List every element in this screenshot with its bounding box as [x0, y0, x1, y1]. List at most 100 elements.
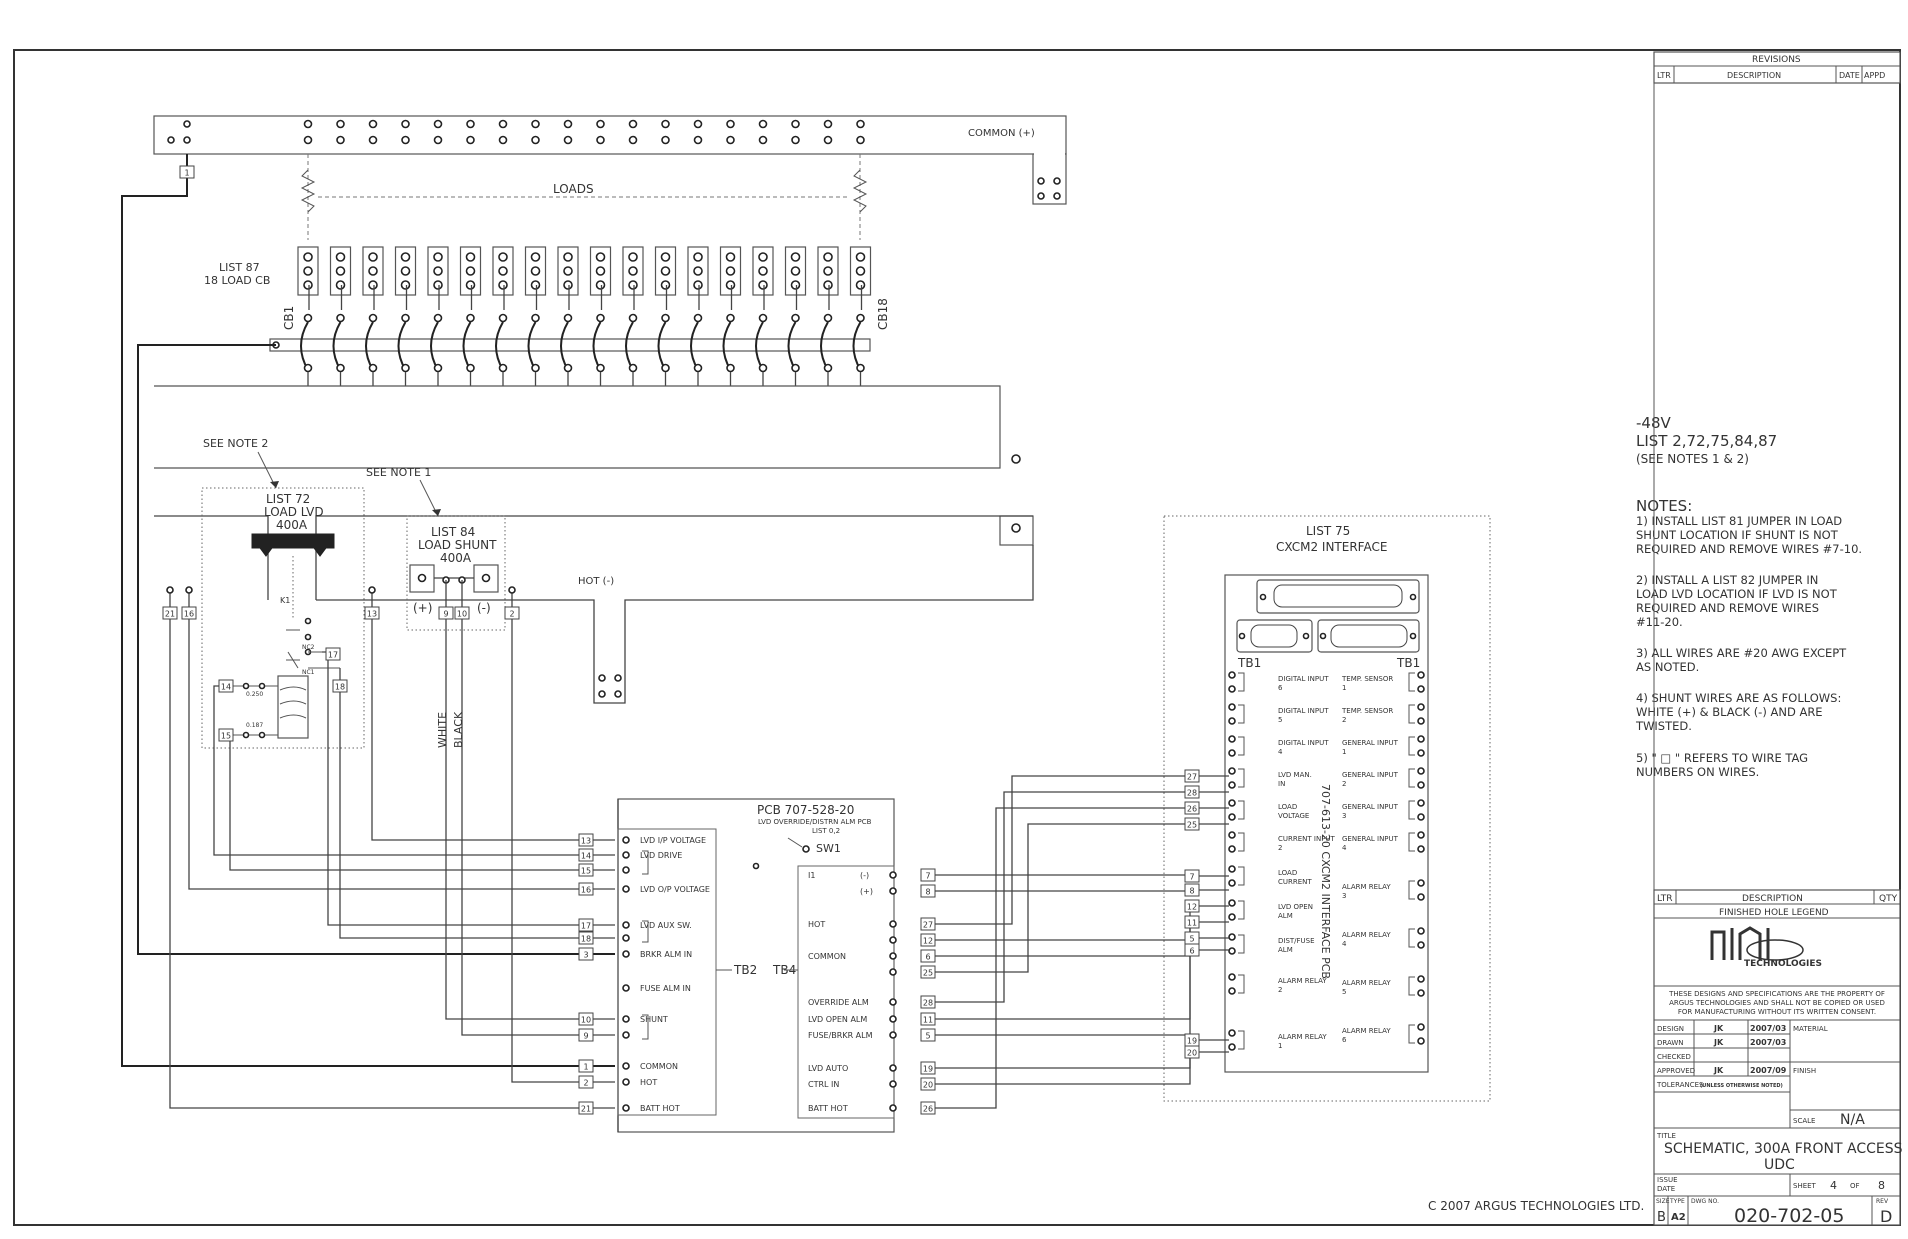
polarity-minus: (-) — [860, 871, 869, 880]
breaker-rail — [269, 338, 871, 352]
svg-text:20: 20 — [1187, 1049, 1197, 1058]
terminal — [1228, 813, 1236, 821]
svg-text:25: 25 — [923, 969, 933, 978]
revisions-ltr: LTR — [1657, 71, 1671, 80]
loads-label: LOADS — [553, 182, 594, 196]
note-line: NUMBERS ON WIRES. — [1636, 765, 1759, 779]
terminal — [622, 836, 630, 844]
terminal — [1228, 933, 1236, 941]
list75-label: LIST 75 — [1306, 524, 1350, 538]
terminal — [823, 313, 833, 323]
terminal — [726, 119, 735, 129]
terminal — [1417, 717, 1425, 725]
wire-tag: 17 — [325, 647, 341, 661]
terminal — [622, 934, 630, 942]
tb4-terminal-label: OVERRIDE ALM — [808, 998, 869, 1007]
approved-date: 2007/09 — [1750, 1066, 1787, 1075]
wire-tag: 1 — [179, 165, 195, 179]
svg-text:2: 2 — [509, 610, 514, 619]
cxcm2-vertical-label: 707-613-20 CXCM2 INTERFACE PCB — [1319, 784, 1332, 979]
wire-tag: 28 — [1184, 785, 1200, 799]
hot-minus-label: HOT (-) — [578, 576, 614, 587]
terminal — [726, 363, 735, 373]
property-statement: FOR MANUFACTURING WITHOUT ITS WRITTEN CO… — [1678, 1008, 1876, 1016]
note-line: REQUIRED AND REMOVE WIRES — [1636, 601, 1819, 615]
wire-tag: 15 — [218, 728, 234, 742]
wire-tag: 25 — [920, 965, 936, 979]
terminal — [1417, 735, 1425, 743]
circuit-breaker — [622, 246, 644, 403]
cxcm2-right-label: TEMP. SENSOR — [1341, 707, 1393, 715]
svg-text:11: 11 — [1187, 919, 1197, 928]
terminal — [466, 119, 475, 129]
svg-text:13: 13 — [367, 610, 377, 619]
terminal — [1228, 703, 1236, 711]
terminal — [1228, 879, 1236, 887]
cxcm2-right-label: GENERAL INPUT — [1342, 771, 1399, 779]
terminal — [823, 119, 833, 129]
terminal — [596, 119, 605, 129]
approved-by: JK — [1713, 1066, 1724, 1075]
terminal — [823, 135, 833, 145]
svg-text:9: 9 — [583, 1032, 588, 1041]
wire-tag: 1 — [578, 1059, 594, 1073]
list72-sub2: 400A — [276, 518, 308, 532]
wire-tag: 21 — [162, 606, 178, 620]
circuit-breaker — [687, 246, 709, 403]
list72-label: LIST 72 — [266, 492, 310, 506]
list84-sub2: 400A — [440, 551, 472, 565]
cxcm2-left-label: 4 — [1278, 748, 1283, 756]
lvd-coil — [277, 675, 309, 739]
terminal — [622, 1062, 630, 1070]
cxcm2-label: CXCM2 INTERFACE — [1276, 540, 1387, 554]
sheet-number: 4 — [1830, 1179, 1837, 1192]
approved-label: APPROVED — [1657, 1067, 1695, 1075]
tolerances-label: TOLERANCES — [1656, 1081, 1704, 1089]
wire-tag: 13 — [578, 833, 594, 847]
note-line: 4) SHUNT WIRES ARE AS FOLLOWS: — [1636, 691, 1841, 705]
wire-tag: 19 — [920, 1061, 936, 1075]
cxcm2-right-label: 3 — [1342, 812, 1346, 820]
wire-tag: 20 — [1184, 1045, 1200, 1059]
wire-tag: 9 — [438, 606, 454, 620]
svg-text:2: 2 — [583, 1079, 588, 1088]
svg-text:19: 19 — [923, 1065, 933, 1074]
terminal — [1417, 893, 1425, 901]
terminal — [622, 921, 630, 929]
tb2-terminal-label: BATT HOT — [640, 1104, 680, 1113]
drawing-border — [13, 49, 1901, 1226]
black-wire-label: BLACK — [452, 711, 465, 748]
cxcm2-right-label: ALARM RELAY — [1342, 883, 1391, 891]
terminal — [1228, 845, 1236, 853]
tb2-terminal-label: LVD O/P VOLTAGE — [640, 885, 710, 894]
wire-tag: 28 — [920, 995, 936, 1009]
terminal — [1228, 899, 1236, 907]
wire-tag: 9 — [578, 1028, 594, 1042]
company-logo: TECHNOLOGIES — [1710, 926, 1822, 969]
svg-text:27: 27 — [923, 921, 933, 930]
material-label: MATERIAL — [1793, 1025, 1828, 1033]
revisions-description: DESCRIPTION — [1727, 71, 1781, 80]
terminal — [596, 313, 605, 323]
cxcm2-left-label: ALM — [1278, 946, 1293, 954]
terminal — [1417, 781, 1425, 789]
terminal — [466, 135, 475, 145]
logo-text: TECHNOLOGIES — [1744, 959, 1822, 969]
terminal — [622, 851, 630, 859]
rev-label: REV — [1876, 1198, 1889, 1205]
wire-tag: 10 — [578, 1012, 594, 1026]
note-line: LOAD LVD LOCATION IF LVD IS NOT — [1636, 587, 1838, 601]
cxcm2-left-label: ALARM RELAY — [1278, 1033, 1327, 1041]
tb2-label: TB2 — [733, 963, 757, 977]
terminal — [628, 363, 638, 373]
terminal — [1228, 1029, 1236, 1037]
svg-text:6: 6 — [1189, 947, 1194, 956]
terminal — [726, 313, 735, 323]
terminal — [889, 1015, 897, 1023]
wire-tag: 19 — [1184, 1033, 1200, 1047]
terminal — [1417, 989, 1425, 997]
wire-tag: 12 — [920, 933, 936, 947]
terminal — [466, 363, 475, 373]
design-by: JK — [1713, 1024, 1724, 1033]
wire-tag: 27 — [920, 917, 936, 931]
